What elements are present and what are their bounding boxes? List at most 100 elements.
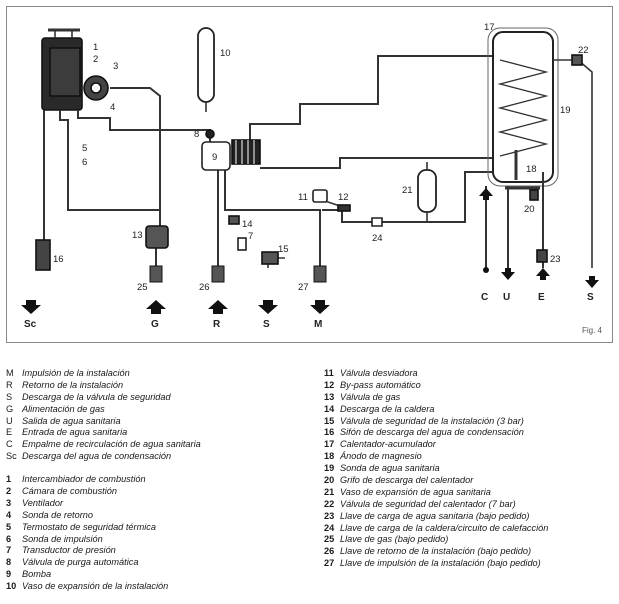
outlet-c: C	[481, 292, 488, 303]
pump	[201, 141, 231, 171]
label-6: 6	[82, 157, 87, 168]
outlet-sc: Sc	[24, 319, 37, 330]
legend-key: S	[6, 391, 13, 402]
arrow-down-icon	[501, 268, 515, 280]
label-12: 12	[338, 192, 349, 203]
legend-text: Descarga del agua de condensación	[22, 451, 172, 462]
combustion-chamber	[49, 47, 81, 97]
legend-key: 27	[324, 558, 335, 569]
diagram-frame	[6, 6, 613, 343]
legend-key: 4	[6, 509, 12, 520]
label-27: 27	[298, 282, 309, 293]
gas-valve	[145, 225, 169, 249]
legend-row: S Descarga de la válvula de seguridad	[6, 392, 306, 404]
dhw-filling-tap	[536, 249, 548, 263]
bypass	[337, 204, 351, 212]
legend-text: Válvula desviadora	[340, 368, 418, 378]
label-3: 3	[113, 61, 118, 72]
legend-key: 6	[6, 533, 12, 544]
heating-expansion-vessel	[197, 27, 215, 103]
legend-row: 6 Sonda de impulsión	[6, 534, 306, 546]
legend-key: C	[6, 439, 13, 450]
label-20: 20	[524, 204, 535, 215]
label-8: 8	[194, 129, 199, 140]
flow-tap	[313, 265, 327, 283]
legend-text: Empalme de recirculación de agua sanitar…	[22, 439, 201, 450]
legend-key: 10	[6, 581, 17, 592]
label-25: 25	[137, 282, 148, 293]
cylinder-safety-valve	[571, 54, 583, 66]
legend-text: Transductor de presión	[22, 545, 116, 556]
label-21: 21	[402, 185, 413, 196]
outlet-r: R	[213, 319, 221, 330]
legend-text: Válvula de seguridad del calentador (7 b…	[340, 498, 516, 509]
legend-text: Descarga de la válvula de seguridad	[22, 391, 171, 402]
label-23: 23	[550, 254, 561, 265]
legend-text: Llave de impulsión de la instalación (ba…	[340, 558, 541, 569]
legend-text: Vaso de expansión de agua sanitaria	[340, 486, 491, 497]
legend-key: 5	[6, 521, 12, 532]
condensate-siphon	[35, 239, 51, 271]
legend-text: Válvula de seguridad de la instalación (…	[340, 415, 524, 426]
label-19: 19	[560, 105, 571, 116]
label-10: 10	[220, 48, 231, 59]
legend-text: Ventilador	[22, 497, 64, 508]
legend-text: Sonda de impulsión	[22, 533, 103, 544]
legend-row: 5 Termostato de seguridad térmica	[6, 522, 306, 534]
legend-row: 12 By-pass automático	[324, 380, 614, 392]
legend-key: 3	[6, 497, 12, 508]
legend-text: Termostato de seguridad térmica	[22, 521, 156, 532]
legend-text: Bomba	[22, 569, 52, 580]
label-4: 4	[110, 102, 115, 113]
legend-row: C Empalme de recirculación de agua sanita…	[6, 439, 306, 451]
arrow-down-icon	[21, 300, 41, 314]
legend-text: Vaso de expansión de la instalación	[22, 581, 169, 592]
legend-text: Llave de carga de la caldera/circuito de…	[340, 522, 549, 533]
legend-key: R	[6, 379, 13, 390]
outlet-m: M	[314, 319, 322, 330]
legend-text: Válvula de gas	[340, 391, 401, 402]
gas-tap	[149, 265, 163, 283]
legend-text: Sonda de retorno	[22, 509, 94, 520]
label-2: 2	[93, 54, 98, 65]
legend-key: 2	[6, 486, 12, 497]
boiler-drain	[228, 215, 240, 225]
legend-text: Grifo de descarga del calentador	[340, 475, 474, 486]
outlet-e: E	[538, 292, 545, 303]
legend-text: Descarga de la caldera	[340, 403, 435, 414]
legend-key: 1	[6, 474, 12, 485]
legend-text: Válvula de purga automática	[22, 557, 139, 568]
legend-key: U	[6, 415, 13, 426]
legend-row: 10 Vaso de expansión de la instalación	[6, 581, 306, 593]
legend-text: Impulsión de la instalación	[22, 368, 130, 378]
legend-text: Salida de agua sanitaria	[22, 415, 121, 426]
legend-text: Cámara de combustión	[22, 486, 117, 497]
diverter-valve	[312, 189, 328, 203]
legend-text: By-pass automático	[340, 379, 421, 390]
label-13: 13	[132, 230, 143, 241]
legend-row: 7 Transductor de presión	[6, 545, 306, 557]
filling-tap	[371, 217, 383, 227]
legend-text: Llave de retorno de la instalación (bajo…	[340, 546, 532, 557]
legend-key: 7	[6, 545, 12, 556]
legend-key: 12	[324, 379, 335, 390]
label-5: 5	[82, 143, 87, 154]
arrow-up-icon	[146, 300, 166, 314]
legend-row: 2 Cámara de combustión	[6, 486, 306, 498]
